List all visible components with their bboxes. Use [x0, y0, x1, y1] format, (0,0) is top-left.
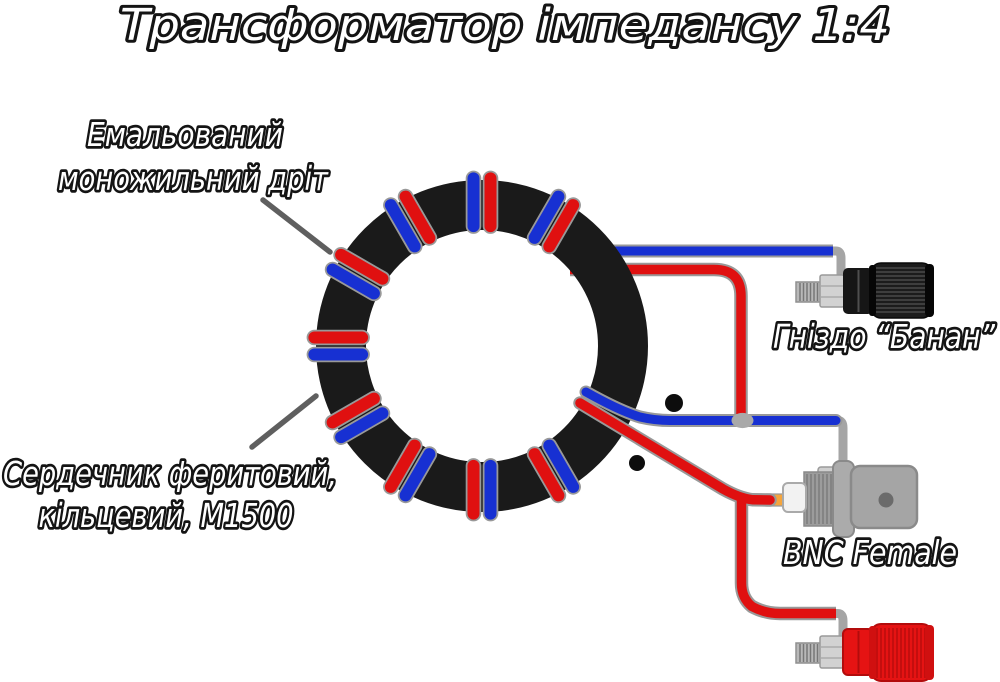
bnc-insulator-tip [782, 482, 807, 513]
banana-black-knurl-lines [876, 267, 927, 313]
bnc-body-hole [878, 492, 894, 508]
polarity-dot-bottom [629, 455, 645, 471]
wire-blue-bottom [581, 387, 841, 425]
label-core-line2: кільцевий, М1500 [39, 496, 294, 535]
diagram-title: Трансформатор імпедансу 1:4 [120, 0, 890, 51]
polarity-dot-top [665, 394, 683, 412]
wire-red-top [570, 264, 746, 414]
banana-red-nut-facets [821, 646, 843, 659]
ferrite-core-ring [316, 180, 648, 512]
label-banana-socket: Гніздо “Банан” [773, 317, 996, 356]
label-bnc-socket: BNC Female [783, 533, 957, 572]
banana-socket-red [795, 623, 934, 682]
label-wire-line2: моножильний дріт [58, 159, 329, 198]
banana-black-thread-lines [799, 283, 819, 301]
bottom-exit-wires [573, 385, 848, 650]
banana-red-knurl-lines [876, 628, 926, 678]
banana-black-lead-wire [820, 246, 846, 278]
banana-red-thread-lines [799, 644, 819, 662]
banana-socket-black [795, 262, 934, 319]
bnc-female-connector [782, 460, 919, 538]
label-wire-line1: Емальований [87, 115, 283, 154]
banana-black-hex-nut [819, 274, 845, 308]
leader-line-core [249, 393, 319, 450]
banana-red-lead-wire [830, 609, 848, 650]
wire-red-to-banana [736, 495, 836, 619]
solder-junction-blob [731, 412, 754, 429]
banana-red-hex-nut [819, 635, 845, 669]
banana-black-cap-left-rim [869, 265, 876, 316]
banana-red-cap-right-rim [925, 625, 934, 680]
banana-black-cap-right-rim [925, 264, 934, 317]
leader-line-wire [260, 197, 333, 255]
bnc-thread-lines [806, 474, 832, 524]
wire-red-to-bnc [575, 398, 775, 505]
banana-black-nut-facets [821, 285, 843, 298]
diagram-texts: Трансформатор імпедансу 1:4 Емальований … [0, 0, 998, 575]
banana-red-cap-left-rim [869, 626, 876, 679]
label-core-line1: Сердечник феритовий, [3, 454, 337, 493]
